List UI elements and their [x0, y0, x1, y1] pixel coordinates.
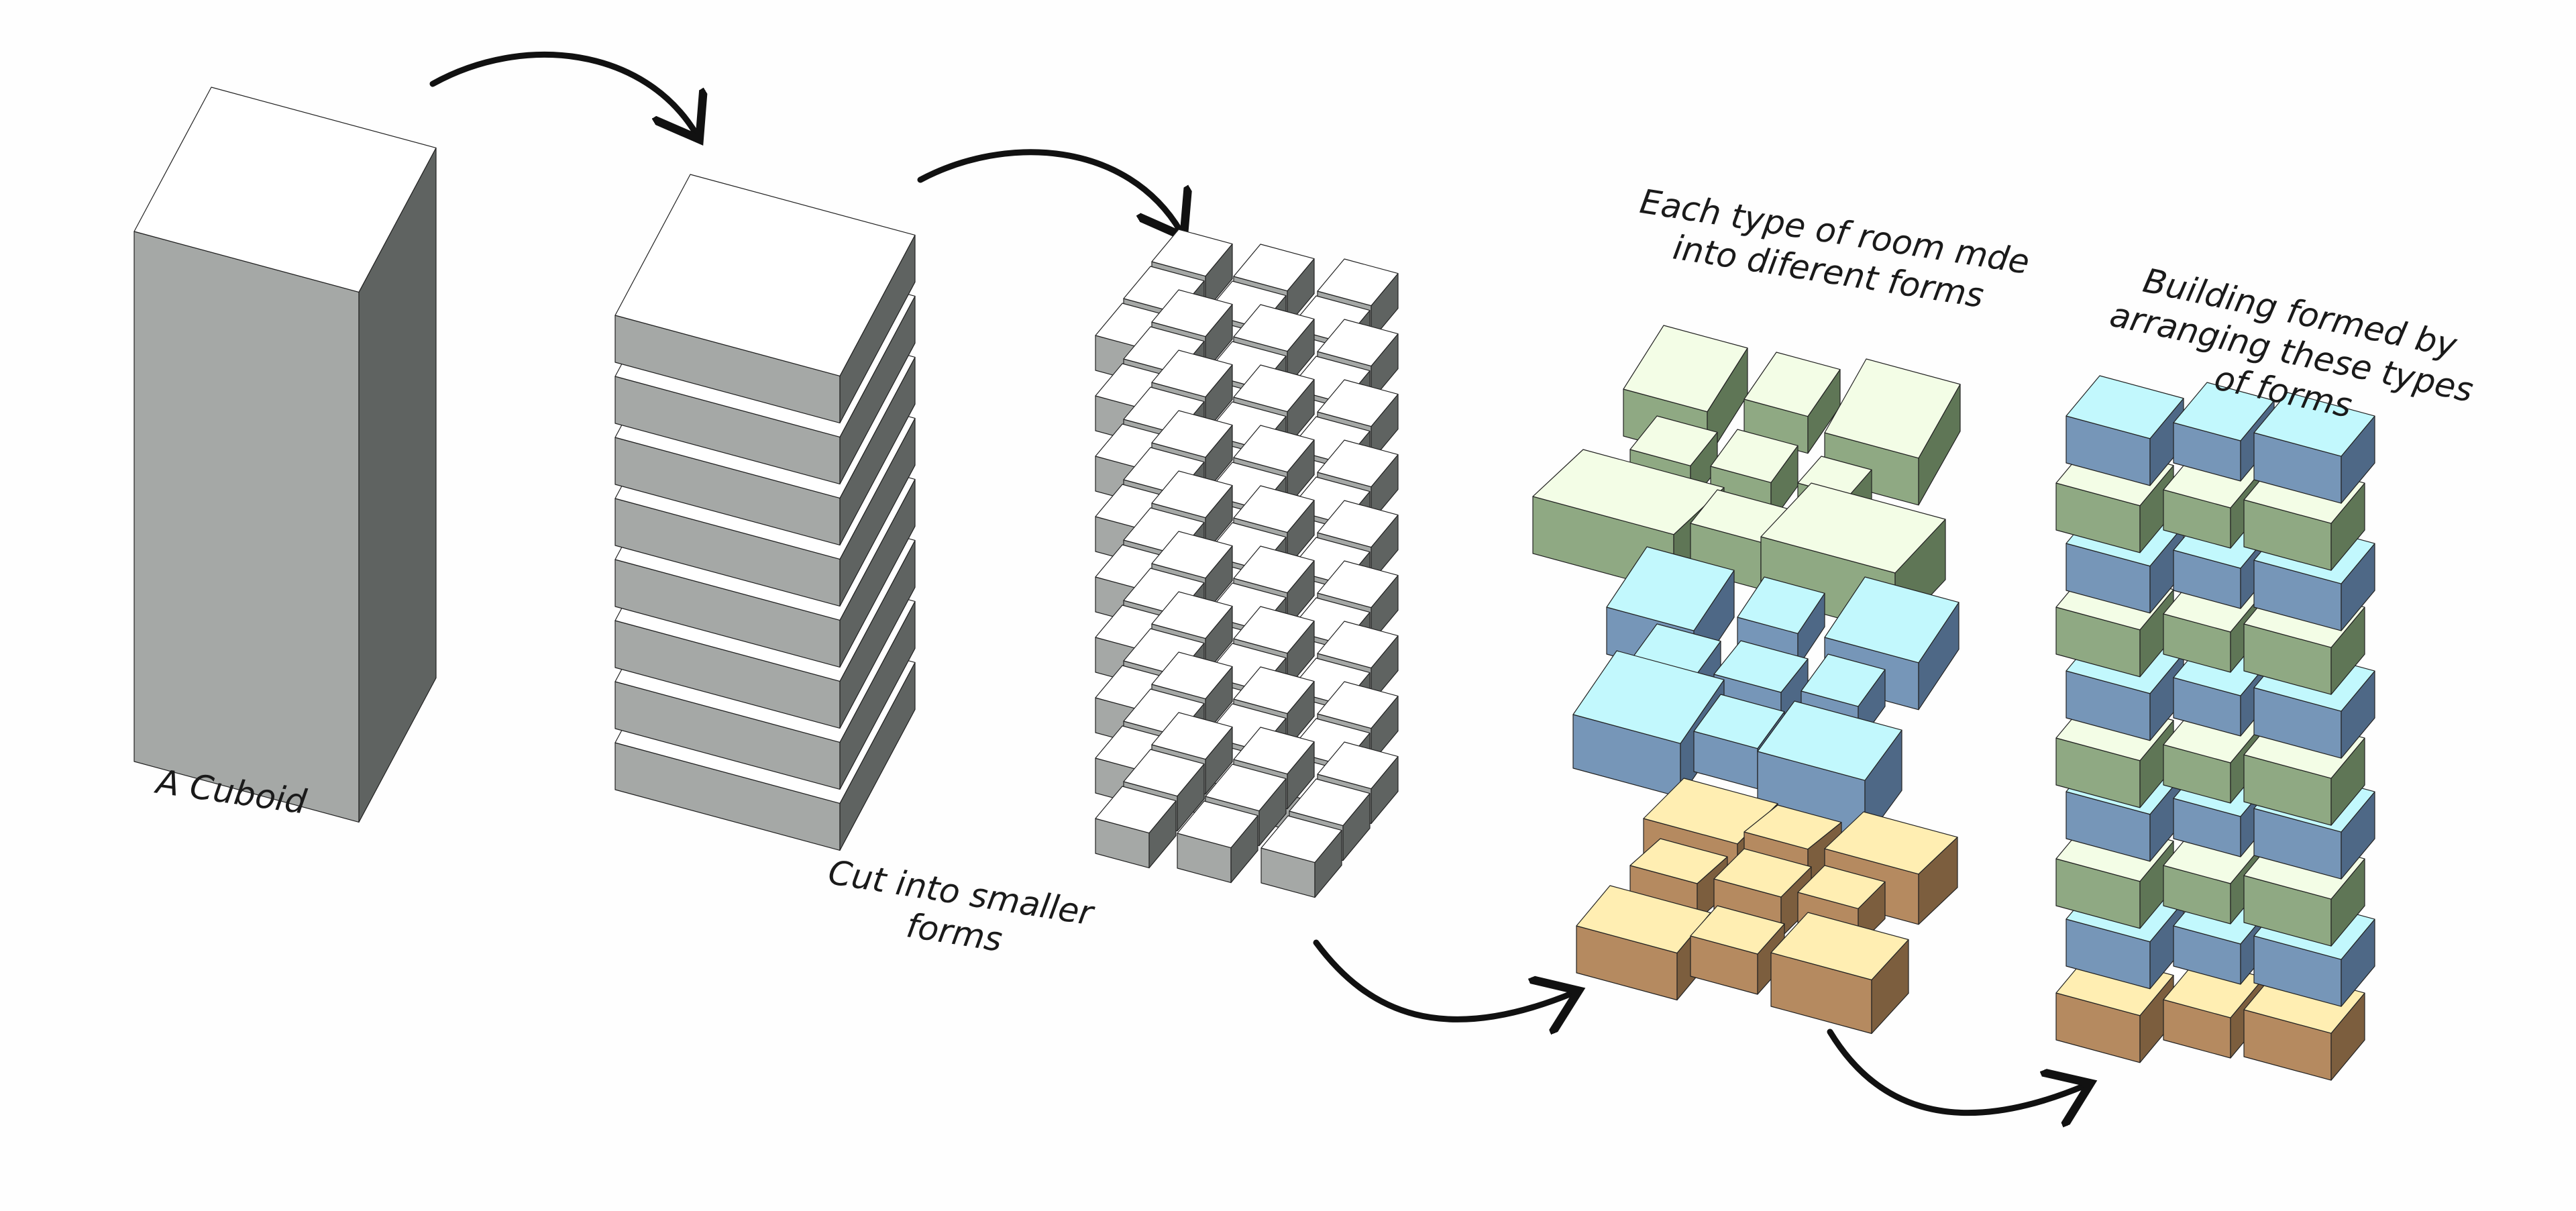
arrow-2-icon	[920, 152, 1181, 231]
cuboid-block	[134, 87, 436, 822]
stage-cuboid	[134, 87, 436, 822]
tan-room-9	[1771, 912, 1909, 1034]
arrow-4-icon	[1830, 1032, 2085, 1113]
cuboid-block-front	[134, 231, 359, 822]
arrow-1-icon	[433, 54, 696, 134]
stage-room-types	[1533, 325, 1960, 1034]
stage-slabs	[615, 174, 915, 850]
small-block	[1095, 786, 1176, 868]
stage-building	[2056, 376, 2375, 1080]
arrow-3-icon	[1316, 943, 1573, 1019]
stage-small-forms	[1095, 229, 1398, 898]
